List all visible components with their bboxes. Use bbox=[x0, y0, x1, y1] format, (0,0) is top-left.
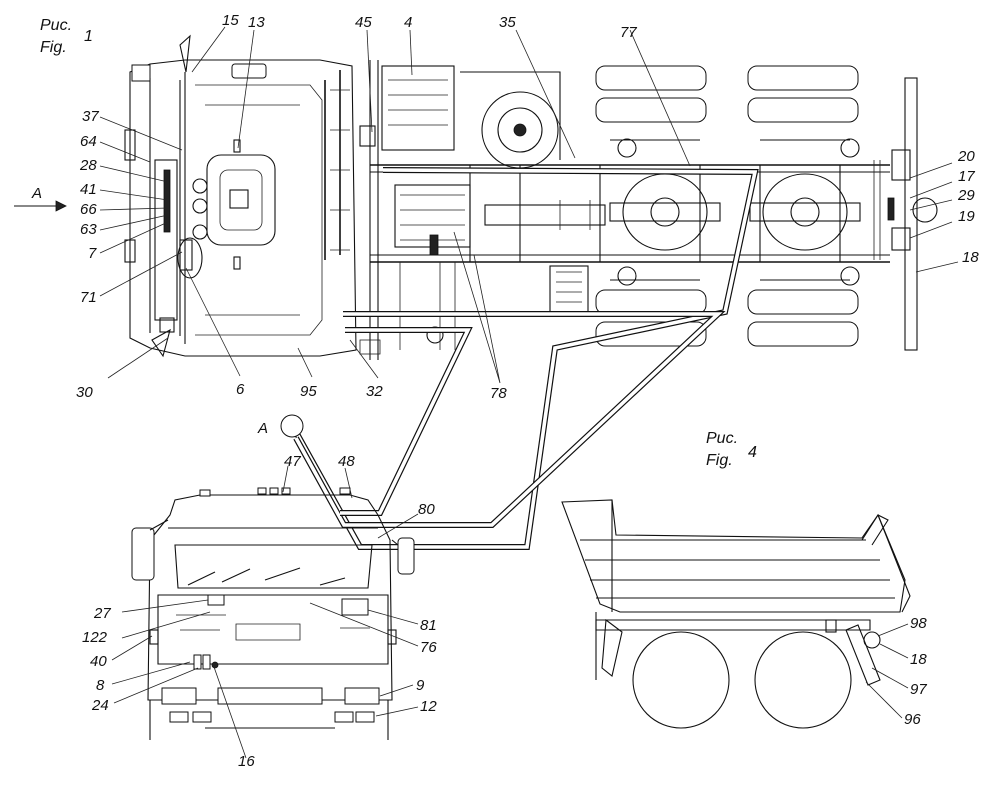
callout: 4 bbox=[404, 14, 412, 31]
mirror-bottom bbox=[151, 328, 171, 358]
callout: 122 bbox=[82, 629, 108, 646]
rear-light-bracket bbox=[845, 624, 881, 686]
fig1-leader-lines bbox=[99, 26, 959, 384]
callout: 77 bbox=[620, 24, 637, 41]
chassis-top-view bbox=[359, 60, 938, 360]
callout: 6 bbox=[236, 381, 245, 398]
headlight-right bbox=[344, 687, 380, 705]
wiring-harness-band bbox=[293, 167, 759, 550]
callout: 7 bbox=[88, 245, 97, 262]
cab-top-view bbox=[124, 34, 357, 358]
callout: 63 bbox=[80, 221, 97, 238]
callout: 48 bbox=[338, 453, 355, 470]
callout: 24 bbox=[91, 697, 109, 714]
callout: 20 bbox=[957, 148, 975, 165]
callout: 37 bbox=[82, 108, 99, 125]
callout: 32 bbox=[366, 383, 383, 400]
roof-hatch bbox=[206, 154, 276, 246]
callout: 19 bbox=[958, 208, 975, 225]
callout: 64 bbox=[80, 133, 97, 150]
rear-bumper bbox=[904, 77, 918, 351]
callout: 18 bbox=[910, 651, 927, 668]
callout: 41 bbox=[80, 181, 97, 198]
windshield bbox=[174, 544, 373, 589]
cab-front-view bbox=[131, 487, 415, 740]
dump-body bbox=[561, 499, 906, 613]
view-a-circle bbox=[280, 414, 304, 438]
callout: 12 bbox=[420, 698, 437, 715]
callout: 15 bbox=[222, 12, 239, 29]
callout: 8 bbox=[96, 677, 105, 694]
fig1-title-en: Fig. bbox=[40, 39, 67, 56]
fig4-title-ru: Рис. bbox=[706, 430, 738, 447]
callout: 18 bbox=[962, 249, 979, 266]
callout: 30 bbox=[76, 384, 93, 401]
callout: 81 bbox=[420, 617, 437, 634]
battery-box bbox=[381, 65, 455, 151]
rear-axle-1 bbox=[609, 173, 721, 251]
callout: 78 bbox=[490, 385, 507, 402]
callout: 40 bbox=[90, 653, 107, 670]
callout: 16 bbox=[238, 753, 255, 770]
fig1-title-ru: Рис. bbox=[40, 17, 72, 34]
front-mirror-right bbox=[397, 537, 415, 575]
callout: 96 bbox=[904, 711, 921, 728]
rear-axle-2 bbox=[749, 173, 861, 251]
callout: 47 bbox=[284, 453, 301, 470]
view-a-label-arrow: A bbox=[31, 185, 42, 202]
rear-wheel-1 bbox=[632, 631, 730, 729]
callout: 76 bbox=[420, 639, 437, 656]
headlight-left bbox=[161, 687, 197, 705]
callout: 27 bbox=[93, 605, 111, 622]
view-a-label: A bbox=[257, 420, 268, 437]
callout: 98 bbox=[910, 615, 927, 632]
callout: 13 bbox=[248, 14, 265, 31]
callout: 95 bbox=[300, 383, 317, 400]
fig1-number: 1 bbox=[84, 28, 93, 45]
view-a-marker: A A bbox=[14, 185, 304, 438]
callout: 71 bbox=[80, 289, 97, 306]
callout: 29 bbox=[957, 187, 975, 204]
fig4-callouts: 98 18 97 96 bbox=[904, 615, 927, 728]
callout: 17 bbox=[958, 168, 975, 185]
mirror-top bbox=[179, 34, 191, 73]
callout: 45 bbox=[355, 14, 372, 31]
front-view-callouts: 47 48 80 27 122 40 8 24 16 81 76 9 12 bbox=[82, 453, 437, 770]
callout: 28 bbox=[79, 157, 97, 174]
front-mirror-left bbox=[131, 527, 155, 581]
wheels-top bbox=[595, 65, 859, 347]
rear-wheel-2 bbox=[754, 631, 852, 729]
fig4-number: 4 bbox=[748, 444, 757, 461]
callout: 66 bbox=[80, 201, 97, 218]
front-leader-lines bbox=[111, 465, 419, 759]
fig1-callouts: 15 13 45 4 35 77 37 64 28 41 66 63 7 71 … bbox=[76, 12, 979, 402]
mirror-mount-left bbox=[131, 64, 151, 82]
callout: 35 bbox=[499, 14, 516, 31]
fig4-leader-lines bbox=[865, 623, 909, 719]
fig4-title-en: Fig. bbox=[706, 452, 733, 469]
callout: 9 bbox=[416, 677, 425, 694]
dump-truck-rear-view bbox=[561, 499, 911, 729]
callout: 80 bbox=[418, 501, 435, 518]
callout: 97 bbox=[910, 681, 927, 698]
